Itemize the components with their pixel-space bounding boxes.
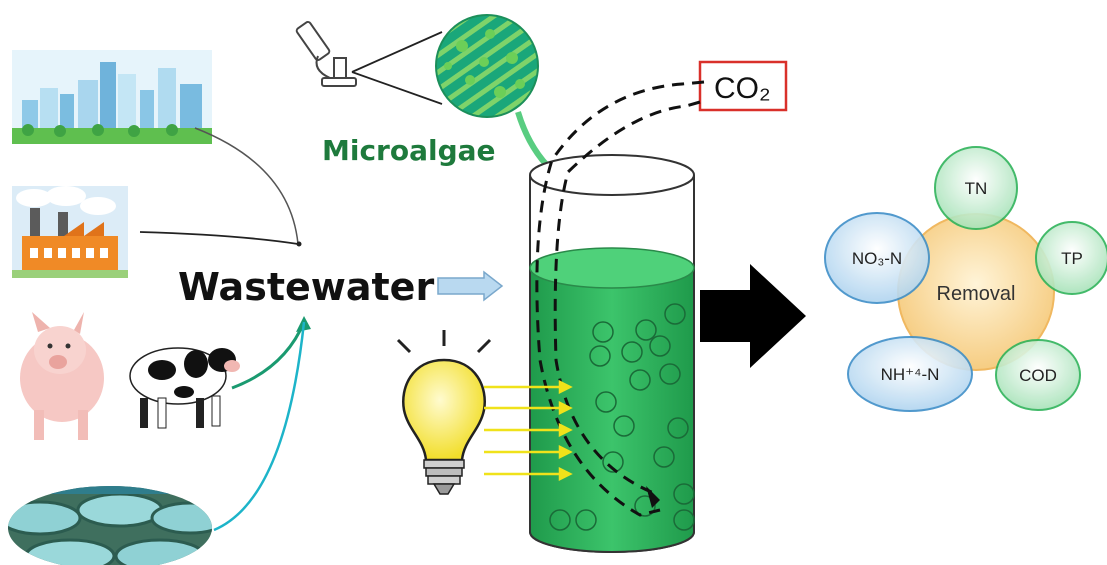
removal-node-label: NH⁺⁴-N <box>881 365 940 384</box>
removal-node-nh4: NH⁺⁴-N <box>847 336 973 412</box>
light-bulb-icon <box>396 330 492 495</box>
connector-junction <box>296 241 302 247</box>
removal-node-label: COD <box>1019 366 1057 385</box>
microalgae-label: Microalgae <box>322 134 496 167</box>
removal-center-label: Removal <box>937 283 1016 305</box>
co2-label: CO₂ <box>714 72 771 105</box>
removal-node-no3: NO₃-N <box>824 212 930 304</box>
zoom-line-bottom <box>351 71 443 105</box>
removal-node-cod: COD <box>995 339 1081 411</box>
photobioreactor <box>529 154 695 553</box>
city-icon <box>12 50 212 144</box>
reactor-bubbles <box>549 303 695 531</box>
factory-icon <box>12 186 128 278</box>
aquaculture-ponds-icon <box>8 486 212 565</box>
co2-box <box>698 60 788 112</box>
co2-arrowhead <box>646 486 660 508</box>
livestock-icon <box>20 312 240 440</box>
algae-cells <box>444 29 525 98</box>
removal-node-tp: TP <box>1035 221 1107 295</box>
removal-node-label: NO₃-N <box>852 249 902 268</box>
aquaculture-connector <box>213 321 306 532</box>
city-connector <box>194 127 299 245</box>
wastewater-arrow <box>437 270 504 302</box>
zoom-line-top <box>351 31 443 73</box>
microscope-icon <box>295 21 357 87</box>
removal-node-label: TN <box>965 179 988 198</box>
removal-node-tn: TN <box>934 146 1018 230</box>
removal-node-label: TP <box>1061 249 1083 268</box>
output-arrow <box>700 264 806 368</box>
factory-connector <box>139 231 299 245</box>
light-rays <box>484 379 573 482</box>
wastewater-label: Wastewater <box>178 265 434 309</box>
livestock-connector <box>231 321 306 390</box>
